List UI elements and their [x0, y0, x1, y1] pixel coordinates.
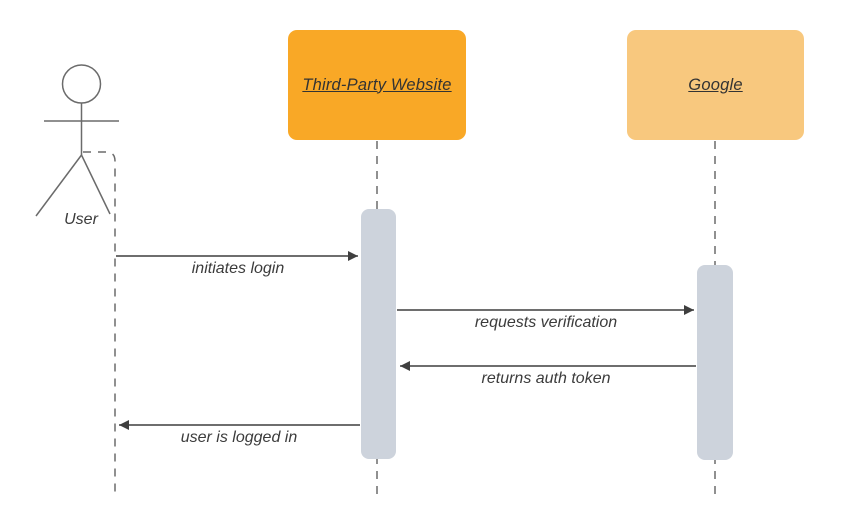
participant-third-party-website: Third-Party Website — [288, 30, 466, 140]
participant-google-label: Google — [688, 75, 743, 94]
message-label-user-is-logged-in: user is logged in — [180, 429, 298, 446]
activation-bar-google — [697, 265, 733, 460]
participant-google: Google — [627, 30, 804, 140]
message-label-initiates-login: initiates login — [191, 260, 285, 277]
message-label-returns-auth-token: returns auth token — [481, 370, 611, 387]
participant-third-party-website-label: Third-Party Website — [302, 75, 452, 94]
actor-right-leg — [80, 154, 111, 215]
actor-left-leg — [35, 154, 83, 217]
actor-user-label: User — [64, 211, 98, 228]
actor-user-icon — [35, 64, 119, 217]
actor-head — [61, 64, 102, 104]
activation-bar-third-party-website — [361, 209, 396, 459]
lifeline-user — [83, 151, 116, 497]
message-label-requests-verification: requests verification — [474, 314, 618, 331]
